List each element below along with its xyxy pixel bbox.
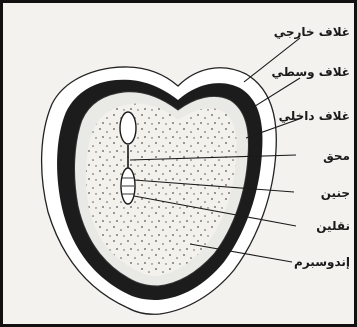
label-inner-coat: غلاف داخلي bbox=[279, 109, 350, 123]
label-stalk: محق bbox=[323, 149, 350, 163]
label-outer-coat: غلاف خارجي bbox=[274, 25, 350, 39]
label-nucellus: نقلين bbox=[316, 219, 350, 233]
label-endosperm: إندوسبرم bbox=[294, 255, 350, 270]
cotyledon-shape bbox=[120, 112, 136, 144]
label-middle-coat: غلاف وسطي bbox=[271, 65, 350, 80]
label-embryo: جنين bbox=[321, 186, 350, 200]
